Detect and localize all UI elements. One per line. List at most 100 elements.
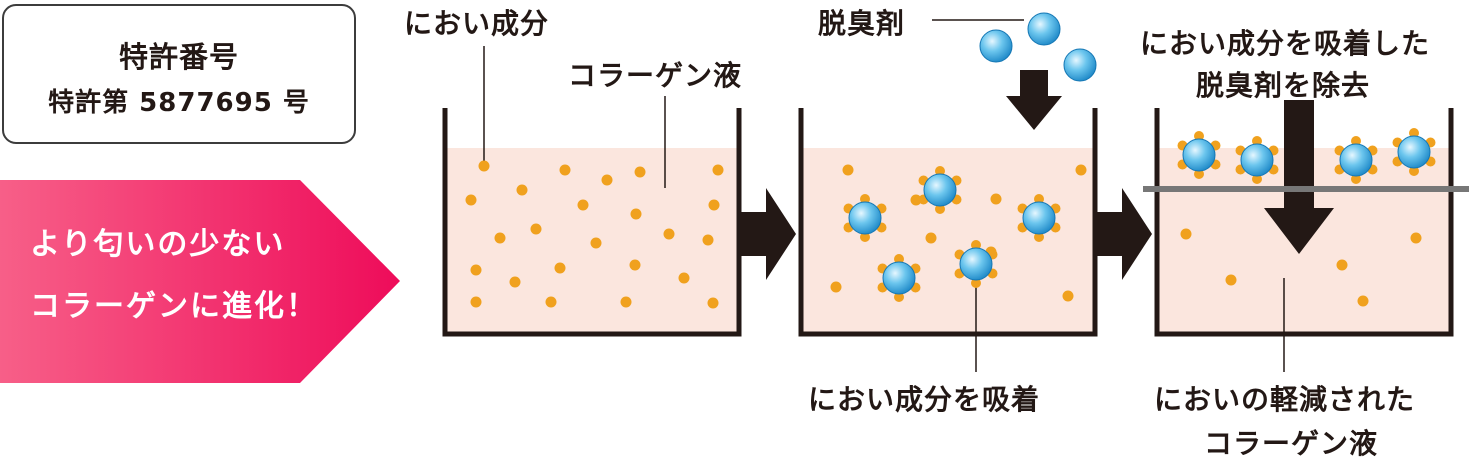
odor-dot (1357, 295, 1369, 307)
label-deodorant: 脱臭剤 (818, 7, 906, 40)
odor-dot (629, 259, 641, 271)
banner-arrow (0, 180, 400, 383)
deodorant-ball (1397, 135, 1431, 169)
attached-odor-dot (1252, 136, 1262, 146)
deodorant-particle (1063, 48, 1097, 82)
attached-odor-dot (1194, 131, 1204, 141)
odor-dot (708, 199, 720, 211)
odor-dot (1225, 274, 1237, 286)
attached-odor-dot (1252, 174, 1262, 184)
odor-dot (509, 276, 521, 288)
odor-dot (678, 272, 690, 284)
deodorant-ball (1240, 143, 1274, 177)
odor-dot (634, 166, 646, 178)
arrow-down-deodorant (1006, 70, 1062, 130)
attached-odor-dot (894, 254, 904, 264)
attached-odor-dot (1034, 194, 1044, 204)
deodorant-ball (1339, 143, 1373, 177)
odor-dot (910, 194, 922, 206)
odor-dot (620, 296, 632, 308)
odor-dot (559, 164, 571, 176)
odor-dot (663, 228, 675, 240)
deodorant-with-odor (954, 240, 998, 288)
attached-odor-dot (1034, 232, 1044, 242)
deodorant-with-odor (1177, 131, 1221, 179)
label-collagen-liquid: コラーゲン液 (568, 59, 743, 92)
odor-dot (494, 232, 506, 244)
odor-dot (470, 296, 482, 308)
attached-odor-dot (860, 194, 870, 204)
odor-dot (842, 164, 854, 176)
odor-dot (470, 264, 482, 276)
attached-odor-dot (971, 278, 981, 288)
patent-title: 特許番号 (118, 40, 239, 74)
deodorant-with-odor (1392, 128, 1436, 176)
attached-odor-dot (1409, 166, 1419, 176)
odor-dot (478, 160, 490, 172)
deodorant-ball (1027, 12, 1061, 46)
attached-odor-dot (1409, 128, 1419, 138)
filter-bar (1143, 186, 1469, 192)
deodorant-with-odor (1334, 136, 1378, 184)
patent-number: 特許第 5877695 号 (48, 88, 310, 118)
deodorant-ball (979, 29, 1013, 63)
deodorant-particle (1027, 12, 1061, 46)
deodorant-ball (923, 173, 957, 207)
label-reduced-line-1: においの軽減された (1154, 383, 1416, 416)
attached-odor-dot (971, 240, 981, 250)
odor-dot (630, 208, 642, 220)
deodorant-ball (959, 247, 993, 281)
odor-dot (1336, 259, 1348, 271)
attached-odor-dot (894, 292, 904, 302)
odor-dot (830, 281, 842, 293)
odor-dot (925, 232, 937, 244)
odor-dot (707, 297, 719, 309)
odor-dot (590, 237, 602, 249)
attached-odor-dot (935, 166, 945, 176)
banner-line-2: コラーゲンに進化！ (30, 289, 318, 324)
label-reduced-line-2: コラーゲン液 (1204, 427, 1379, 460)
odor-dot (465, 194, 477, 206)
deodorant-particle (979, 29, 1013, 63)
deodorant-with-odor (843, 194, 887, 242)
deodorant-ball (1182, 138, 1216, 172)
tank-3-wall (1154, 108, 1454, 337)
odor-dot (530, 223, 542, 235)
tank-2-wall (798, 108, 1098, 337)
odor-dot (1410, 232, 1422, 244)
attached-odor-dot (860, 232, 870, 242)
deodorant-with-odor (877, 254, 921, 302)
odor-dot (1075, 164, 1087, 176)
odor-dot (990, 193, 1002, 205)
odor-dot (1062, 290, 1074, 302)
odor-dot (545, 296, 557, 308)
deodorant-ball (848, 201, 882, 235)
attached-odor-dot (1351, 174, 1361, 184)
tank-1 (442, 108, 742, 337)
attached-odor-dot (1351, 136, 1361, 146)
label-odor-component: におい成分 (404, 7, 550, 40)
odor-dot (702, 234, 714, 246)
tank-1-wall (442, 108, 742, 337)
arrow-right-2 (1096, 188, 1152, 280)
odor-dot (1180, 228, 1192, 240)
label-remove-line-2: 脱臭剤を除去 (1196, 69, 1371, 102)
odor-dot (516, 184, 528, 196)
patent-box: 特許番号 特許第 5877695 号 (2, 4, 356, 144)
deodorant-ball (882, 261, 916, 295)
deodorant-with-odor (1235, 136, 1279, 184)
label-adsorb: におい成分を吸着 (808, 383, 1041, 416)
deodorant-with-odor (918, 166, 962, 214)
odor-dot (601, 174, 613, 186)
odor-dot (712, 164, 724, 176)
banner-line-1: より匂いの少ない (30, 227, 286, 262)
deodorant-ball (1063, 48, 1097, 82)
odor-dot (577, 199, 589, 211)
attached-odor-dot (1194, 169, 1204, 179)
deodorant-with-odor (1017, 194, 1061, 242)
arrow-down-remove (1264, 100, 1334, 254)
label-remove-line-1: におい成分を吸着した (1140, 27, 1431, 60)
odor-dot (554, 262, 566, 274)
banner-text: より匂いの少ない コラーゲンに進化！ (30, 214, 318, 338)
